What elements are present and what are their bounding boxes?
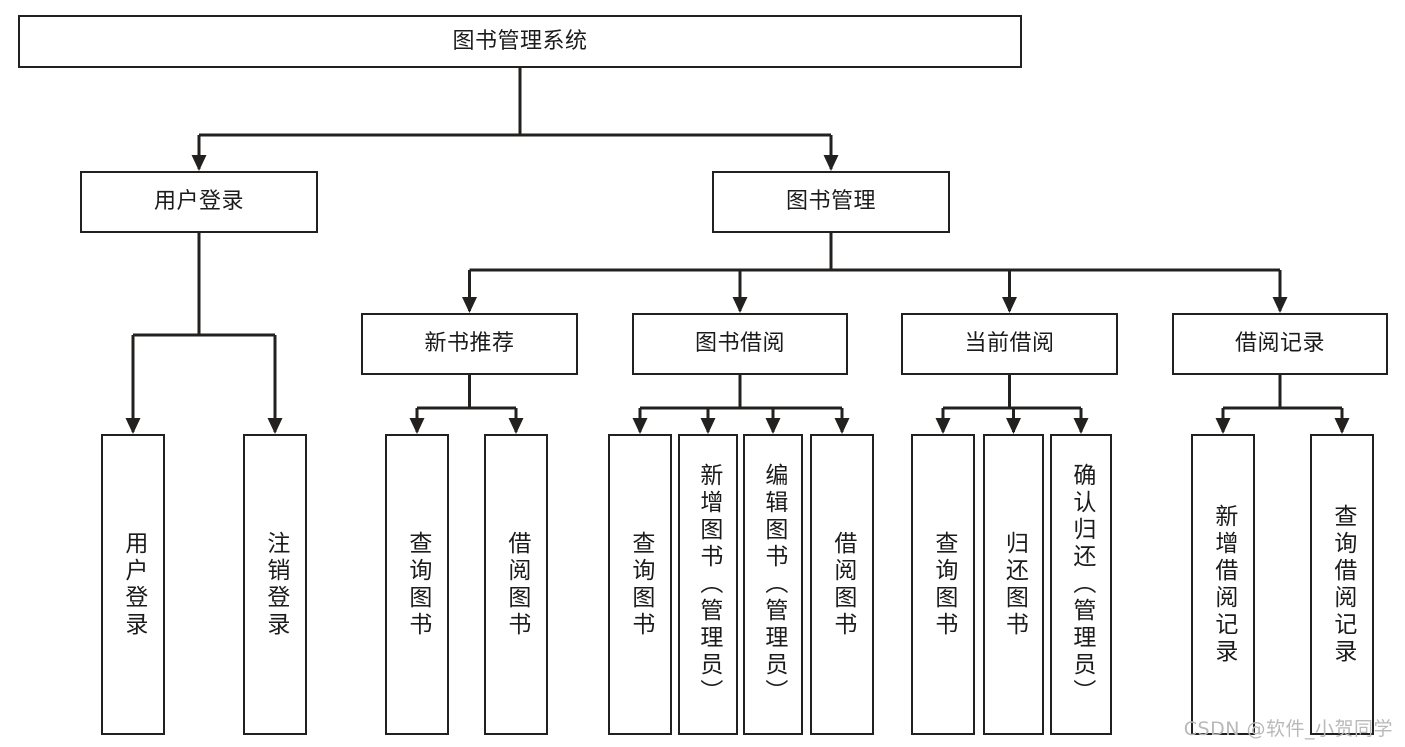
node-borrow-record: 借阅记录	[1172, 313, 1388, 375]
node-leaf-query-book-3: 查询图书	[911, 434, 975, 735]
node-label: 新书推荐	[424, 331, 515, 357]
arrow-head-icon	[462, 297, 477, 313]
arrow-head-icon	[1334, 418, 1350, 434]
node-label: 查询图书	[627, 530, 654, 639]
node-root: 图书管理系统	[18, 15, 1022, 68]
node-label: 用户登录	[153, 189, 244, 215]
node-leaf-user-login: 用户登录	[101, 434, 165, 735]
arrow-head-icon	[823, 155, 839, 171]
node-current-borrow: 当前借阅	[901, 313, 1118, 375]
node-leaf-confirm-return: 确认归还（管理员）	[1050, 434, 1112, 735]
node-label: 图书管理系统	[452, 28, 588, 54]
node-new-book-rec: 新书推荐	[361, 313, 578, 375]
arrow-head-icon	[508, 418, 524, 434]
node-leaf-logout: 注销登录	[243, 434, 307, 735]
node-book-borrow: 图书借阅	[632, 313, 848, 375]
node-leaf-query-book-1: 查询图书	[385, 434, 449, 735]
node-book-manage: 图书管理	[712, 171, 950, 233]
arrow-head-icon	[700, 418, 716, 434]
arrow-head-icon	[409, 418, 425, 434]
node-user-login: 用户登录	[80, 171, 318, 233]
node-label: 查询图书	[930, 530, 957, 639]
arrow-head-icon	[632, 418, 648, 434]
node-label: 归还图书	[1001, 530, 1028, 639]
node-label: 借阅图书	[503, 530, 530, 639]
node-leaf-return-book: 归还图书	[983, 434, 1044, 735]
node-label: 借阅记录	[1234, 331, 1325, 357]
arrow-head-icon	[935, 418, 951, 434]
arrow-head-icon	[765, 418, 781, 434]
arrow-head-icon	[191, 155, 207, 171]
node-label: 图书管理	[785, 189, 876, 215]
node-leaf-add-book: 新增图书（管理员）	[678, 434, 738, 735]
node-label: 编辑图书（管理员）	[760, 463, 787, 706]
node-label: 新增借阅记录	[1210, 503, 1237, 666]
node-label: 用户登录	[120, 530, 147, 639]
arrow-head-icon	[267, 418, 283, 434]
node-leaf-query-book-2: 查询图书	[608, 434, 672, 735]
node-label: 查询图书	[404, 530, 431, 639]
node-label: 当前借阅	[964, 331, 1055, 357]
node-leaf-query-record: 查询借阅记录	[1310, 434, 1374, 735]
arrow-head-icon	[1272, 297, 1288, 313]
arrow-head-icon	[1006, 418, 1021, 434]
node-leaf-add-record: 新增借阅记录	[1191, 434, 1255, 735]
arrow-head-icon	[125, 418, 141, 434]
node-label: 新增图书（管理员）	[695, 463, 722, 706]
node-label: 查询借阅记录	[1329, 503, 1356, 666]
arrow-head-icon	[732, 297, 748, 313]
arrow-head-icon	[834, 418, 850, 434]
arrow-head-icon	[1002, 297, 1017, 313]
node-label: 图书借阅	[694, 331, 785, 357]
node-label: 确认归还（管理员）	[1068, 463, 1095, 706]
node-leaf-borrow-book-1: 借阅图书	[484, 434, 548, 735]
node-label: 借阅图书	[829, 530, 856, 639]
arrow-head-icon	[1215, 418, 1231, 434]
node-leaf-edit-book: 编辑图书（管理员）	[743, 434, 803, 735]
node-label: 注销登录	[262, 530, 289, 639]
node-leaf-borrow-book-2: 借阅图书	[810, 434, 874, 735]
arrow-head-icon	[1073, 418, 1089, 434]
